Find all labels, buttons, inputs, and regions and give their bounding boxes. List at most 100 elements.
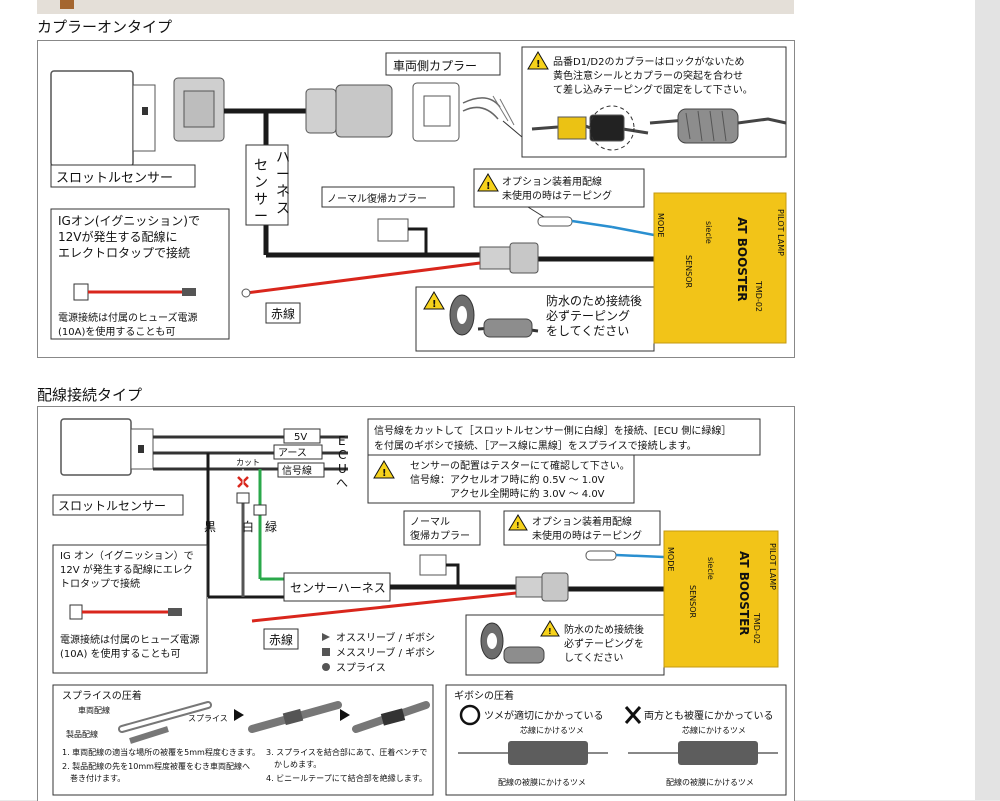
tester-line2: 信号線：アクセルオフ時に約 0.5V ～ 1.0V: [410, 473, 605, 486]
vehicle-wires: [462, 97, 501, 120]
lock-warning-line3: て差し込みテーピングで固定をして下さい。: [553, 83, 753, 96]
booster-brand: siecle: [706, 557, 715, 580]
splice-step-2b: 巻き付けます。: [62, 773, 125, 783]
waterproof-line2: 必ずテーピングを: [564, 637, 644, 650]
tag-5v: [283, 428, 321, 444]
wiring-type-diagram: 5V アース 信号線 E C U へ カット 黒 白 緑 信号線をカットして［ス…: [37, 406, 795, 801]
booster-mode: MODE: [656, 213, 665, 237]
svg-text:!: !: [536, 59, 541, 70]
at-booster-unit: AT BOOSTER MODE PILOT LAMP SENSOR siecle…: [653, 192, 787, 344]
waterproof-line1: 防水のため接続後: [564, 623, 644, 636]
splice-step-4: 4. ビニールテープにて結合部を絶縁します。: [266, 773, 427, 783]
main-coupler-female: [509, 242, 539, 274]
ig-connection-box: [50, 208, 230, 340]
booster-model: TMD-02: [752, 612, 761, 644]
ecu-char-3: U: [338, 462, 347, 476]
waterproof-line3: してください: [564, 652, 623, 664]
splice-step-1: 1. 車両配線の適当な場所の被覆を5mm程度むきます。: [62, 747, 260, 757]
throttle-sensor-body: [50, 70, 134, 167]
cut-label: カット: [236, 458, 260, 467]
waterproof-warning-icon: [540, 620, 560, 637]
harness-char-7: サ: [254, 192, 268, 208]
gibosi-good-photo: [508, 741, 588, 765]
option-wiring-line2: 未使用の時はテーピング: [502, 189, 612, 202]
tag-signal-label: 信号線: [282, 464, 312, 477]
lock-warning-line1: 品番D1/D2のカプラーはロックがないため: [553, 55, 745, 68]
normal-return-label-box: [321, 186, 455, 208]
throttle-sensor-port: [132, 84, 156, 152]
option-wiring-line2: 未使用の時はテーピング: [532, 529, 642, 542]
fuse-icon: [73, 283, 89, 301]
red-wire-label: 赤線: [271, 306, 295, 321]
sensor-harness-label: センサーハーネス: [290, 581, 386, 595]
legend-splice: スプライス: [336, 662, 386, 674]
lock-highlight-circle: [589, 105, 635, 151]
green-label: 緑: [265, 519, 277, 534]
at-booster-body: [653, 192, 787, 344]
harness-coupler-female: [335, 84, 393, 138]
throttle-sensor-label: スロットルセンサー: [56, 171, 173, 186]
option-wiring-label-box: [473, 168, 645, 208]
normal-return-line2: 復帰カプラー: [410, 529, 470, 542]
black-label: 黒: [204, 520, 216, 534]
throttle-sensor-body: [60, 418, 132, 476]
throttle-sensor-label-box: [50, 164, 196, 188]
gibosi-core-claw-good: 芯線にかけるツメ: [520, 725, 584, 735]
normal-return-coupler: [377, 218, 409, 242]
at-booster-unit: AT BOOSTER MODE PILOT LAMP SENSOR siecle…: [663, 530, 779, 668]
bad-x-icon: [624, 706, 642, 724]
throttle-sensor-pin: [142, 107, 148, 115]
fuse-line1: 電源接続は付属のヒューズ電源: [60, 633, 200, 646]
main-coupler-male: [515, 576, 543, 598]
tag-ground-label: アース: [278, 448, 307, 459]
taped-joint-photo: [483, 318, 533, 338]
red-power-wire: [251, 591, 517, 623]
red-wire-label-box: [263, 628, 299, 650]
option-wiring-line1: オプション装着用配線: [532, 515, 632, 528]
splice-step-3: 3. スプライスを結合部にあて、圧着ペンチで: [266, 747, 427, 757]
signal-note-line1: 信号線をカットして［スロットルセンサー側に白線］を接続、[ECU 側に緑線］: [374, 424, 731, 437]
harness-coupler-male: [305, 88, 337, 134]
tester-line1: センサーの配置はテスターにて確認して下さい。: [410, 459, 630, 472]
good-circle-icon: [459, 704, 481, 726]
vehicle-coupler-label: 車両側カプラー: [393, 59, 477, 73]
fuse-line1: 電源接続は付属のヒューズ電源: [58, 311, 198, 324]
female-sleeve-icon: [322, 648, 330, 656]
option-wire-tip: [585, 550, 617, 561]
step-arrow-1: [234, 709, 244, 721]
step-arrow-2: [340, 709, 350, 721]
option-warning-icon: [508, 514, 528, 531]
splice-step-3b: かしめます。: [266, 760, 321, 769]
splice-label: スプライス: [188, 714, 228, 723]
harness-char-3: ネ: [276, 184, 290, 200]
svg-text:!: !: [548, 627, 552, 636]
gibosi-bad-photo: [678, 741, 758, 765]
electro-tap-point: [241, 288, 251, 298]
option-wire-tip: [537, 216, 573, 227]
tester-warning-icon: [373, 460, 395, 479]
page: カプラーオンタイプ 車両側カプラー: [0, 0, 975, 801]
booster-brand: siecle: [704, 221, 713, 244]
sensor-harness-label-box: [245, 144, 289, 226]
svg-text:!: !: [516, 521, 520, 530]
booster-name: AT BOOSTER: [737, 551, 751, 636]
at-booster-body: [663, 530, 779, 668]
option-wire-blue: [615, 553, 665, 559]
right-margin: [975, 0, 1000, 800]
sensor-harness-label-box: [283, 572, 391, 602]
gibosi-bad: 両方とも被覆にかかっている: [644, 709, 774, 722]
ecu-char-4: へ: [336, 476, 348, 490]
ecu-char-2: C: [338, 448, 346, 462]
legend-male: オススリーブ / ギボシ: [336, 631, 435, 644]
main-coupler-female: [541, 572, 569, 602]
ig-line3: トロタップで接続: [60, 577, 140, 590]
svg-text:!: !: [432, 299, 437, 310]
gibosi-crimp-box: [445, 684, 787, 796]
ig-line2: 12Vが発生する配線に: [58, 229, 177, 244]
vehicle-coupler-inner: [423, 95, 451, 127]
normal-return-label-box: [403, 510, 481, 546]
option-wire-blue: [571, 219, 613, 229]
gibosi-female: [253, 504, 267, 516]
booster-sensor: SENSOR: [688, 585, 697, 618]
harness-char-8: ー: [254, 209, 268, 225]
